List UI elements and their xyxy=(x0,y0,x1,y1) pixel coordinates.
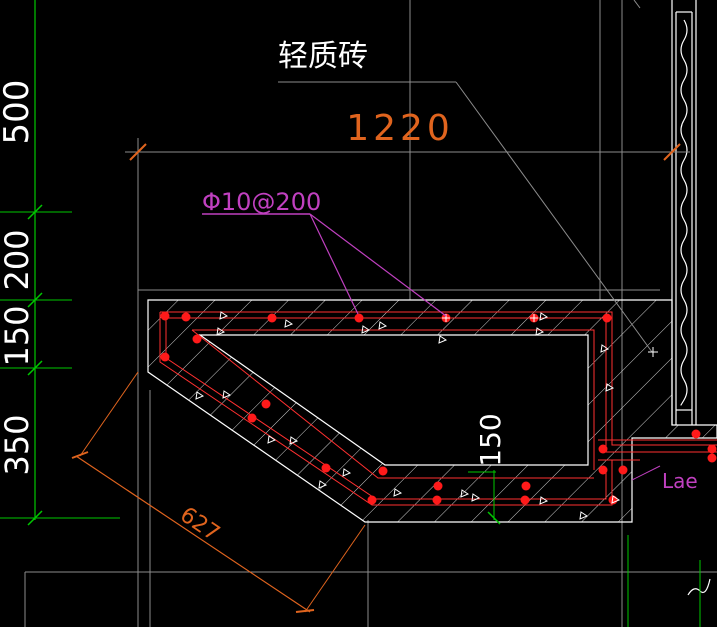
concrete-triangle-mark xyxy=(600,344,610,353)
rebar-dot xyxy=(598,465,608,475)
rebar-cage xyxy=(159,311,717,506)
concrete-triangle-mark xyxy=(219,311,229,320)
concrete-triangle-mark xyxy=(318,480,328,489)
rebar-dot xyxy=(433,481,443,491)
lae-note-label: Lae xyxy=(662,469,698,493)
concrete-triangle-mark xyxy=(460,489,470,498)
dimension-500-label: 500 xyxy=(0,80,37,145)
concrete-triangle-mark xyxy=(539,312,549,321)
dimension-150-label: 150 xyxy=(0,305,36,366)
concrete-triangle-mark xyxy=(605,383,615,392)
concrete-triangle-mark xyxy=(535,327,545,336)
dimension-200-label: 200 xyxy=(0,229,36,290)
material-note: 轻质砖 xyxy=(278,39,658,357)
dimension-627-label: 627 xyxy=(175,503,224,547)
lae-note: Lae xyxy=(631,465,698,493)
rebar-dot xyxy=(354,313,364,323)
concrete-triangle-mark xyxy=(289,436,299,445)
dimension-1220-label: 1220 xyxy=(346,108,454,149)
concrete-triangle-mark xyxy=(471,493,481,502)
concrete-triangle-mark xyxy=(222,390,232,399)
left-dimension-chain: 500 200 150 350 xyxy=(0,0,120,526)
rebar-dot xyxy=(602,313,612,323)
concrete-triangle-mark xyxy=(579,511,589,520)
dimension-350-label: 350 xyxy=(0,414,36,475)
rebar-dot xyxy=(432,495,442,505)
concrete-triangle-mark xyxy=(216,327,226,336)
concrete-triangle-mark xyxy=(438,335,448,344)
break-line-symbol xyxy=(627,535,711,627)
concrete-triangle-mark xyxy=(393,488,403,497)
concrete-triangle-mark xyxy=(342,468,352,477)
material-note-label: 轻质砖 xyxy=(278,39,368,74)
rebar-dot xyxy=(192,334,202,344)
rebar-dot xyxy=(267,313,277,323)
rebar-dot xyxy=(707,453,717,463)
rebar-dot xyxy=(520,495,530,505)
rebar-dot xyxy=(521,481,531,491)
right-wall xyxy=(671,0,697,425)
rebar-dot xyxy=(160,311,170,321)
rebar-dot xyxy=(321,463,331,473)
concrete-triangle-mark xyxy=(267,435,277,444)
rebar-dot xyxy=(707,444,717,454)
rebar-spec-label: Φ10@200 xyxy=(202,188,321,216)
concrete-triangle-mark xyxy=(361,325,371,334)
rebar-dot xyxy=(598,444,608,454)
concrete-triangle-mark xyxy=(284,319,294,328)
rebar-dot xyxy=(618,465,628,475)
concrete-triangle-mark xyxy=(539,496,549,505)
rebar-dot xyxy=(160,352,170,362)
rebar-dot xyxy=(367,495,377,505)
rebar-annotation: Φ10@200 xyxy=(202,188,447,317)
concrete-triangle-mark xyxy=(378,321,388,330)
beam-section xyxy=(147,299,717,523)
concrete-triangle-mark xyxy=(195,391,205,400)
dimension-1220: 1220 xyxy=(125,108,690,290)
concrete-triangle-mark xyxy=(611,495,621,504)
rebar-dots xyxy=(160,311,717,505)
rebar-dot xyxy=(691,429,701,439)
concrete-marks xyxy=(195,311,621,520)
rebar-dot xyxy=(378,466,388,476)
beam-hollow xyxy=(198,334,589,466)
rebar-dot xyxy=(247,413,257,423)
dimension-inner-150: 150 xyxy=(468,413,507,525)
rebar-dot xyxy=(261,399,271,409)
rebar-dot xyxy=(181,312,191,322)
dimension-inner-150-label: 150 xyxy=(474,413,507,466)
